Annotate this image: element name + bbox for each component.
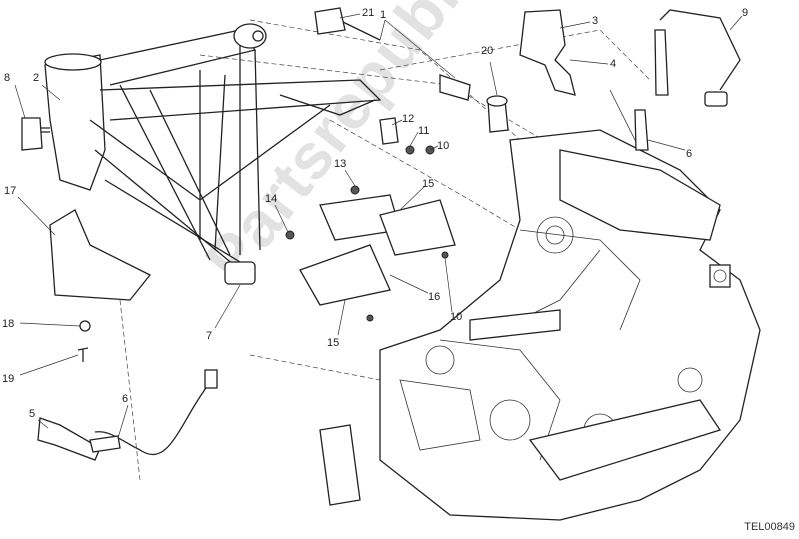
small-parts (21, 7, 741, 461)
callout-15a: 15 (422, 178, 434, 190)
callout-2: 2 (33, 72, 39, 84)
callout-20: 20 (481, 45, 493, 57)
callout-11: 11 (418, 125, 429, 137)
callout-14: 14 (265, 193, 277, 205)
callout-7: 7 (206, 330, 212, 342)
callouts: 21 1 3 9 4 20 8 2 12 11 10 6 13 15 14 17… (2, 7, 748, 420)
engine (319, 89, 761, 521)
callout-15b: 15 (327, 337, 339, 349)
callout-17: 17 (4, 185, 16, 197)
callout-1: 1 (380, 9, 386, 21)
callout-10a: 10 (437, 140, 449, 152)
callout-8: 8 (4, 72, 10, 84)
leader-lines (14, 13, 743, 439)
callout-4: 4 (610, 58, 616, 70)
callout-3: 3 (592, 15, 598, 27)
callout-19: 19 (2, 373, 14, 385)
callout-6a: 6 (686, 148, 692, 160)
callout-6b: 6 (122, 393, 128, 405)
callout-12: 12 (402, 113, 414, 125)
callout-13: 13 (334, 158, 346, 170)
callout-9: 9 (742, 7, 748, 19)
callout-10b: 10 (450, 311, 462, 323)
callout-21: 21 (362, 7, 374, 19)
frame (30, 23, 382, 285)
callout-5: 5 (29, 408, 35, 420)
diagram-code: TEL00849 (744, 521, 795, 533)
callout-18: 18 (2, 318, 14, 330)
callout-16: 16 (428, 291, 440, 303)
